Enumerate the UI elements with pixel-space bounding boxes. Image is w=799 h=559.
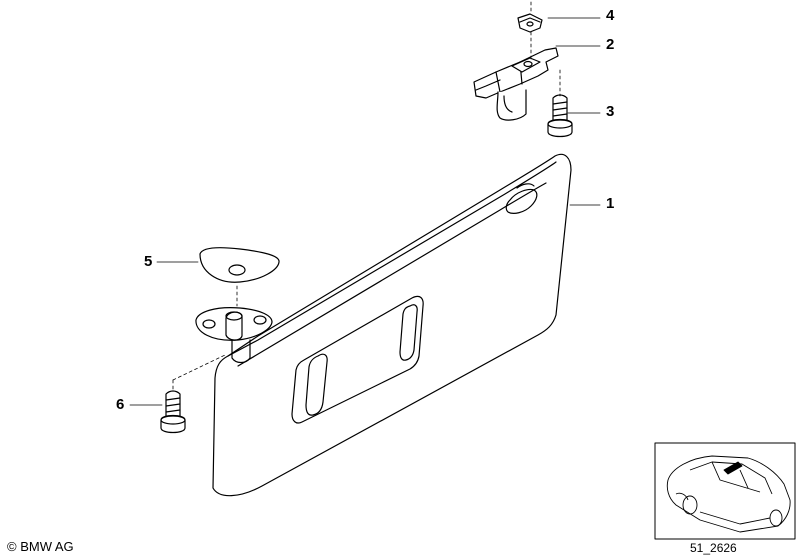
cover-cap-part — [199, 247, 280, 283]
callout-2: 2 — [606, 36, 615, 53]
callout-6: 6 — [116, 396, 125, 413]
leader-lines — [129, 1, 601, 406]
callout-4: 4 — [606, 7, 615, 24]
callout-1: 1 — [606, 195, 615, 212]
sun-visor-part — [212, 153, 572, 497]
screw-part-6 — [160, 390, 186, 434]
diagram-code: 51_2626 — [690, 541, 737, 555]
mounting-bracket-part — [473, 47, 559, 121]
callout-5: 5 — [144, 253, 153, 270]
clip-nut-part — [517, 13, 543, 33]
screw-part-3 — [547, 94, 573, 138]
car-thumbnail — [654, 442, 796, 540]
copyright-text: © BMW AG — [7, 539, 74, 554]
pivot-bracket — [195, 307, 273, 364]
callout-3: 3 — [606, 103, 615, 120]
